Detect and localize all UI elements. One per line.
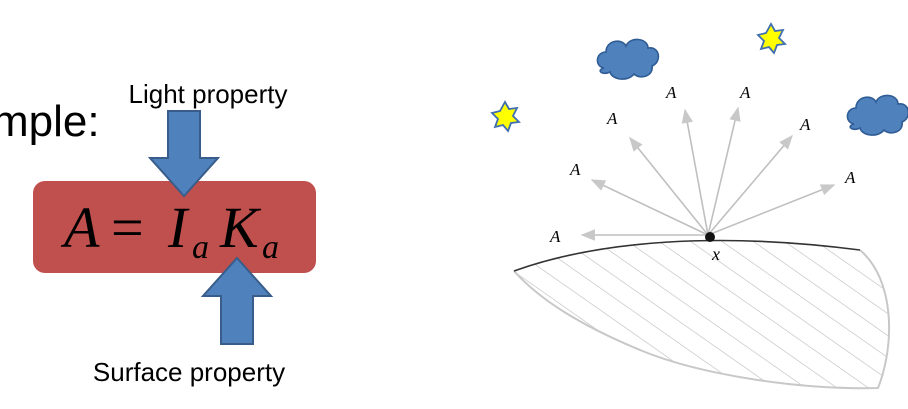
ray-label-5: A bbox=[739, 83, 751, 102]
cloud-icon bbox=[846, 94, 908, 136]
ray-arrow-3 bbox=[629, 136, 709, 236]
ray-label-4: A bbox=[665, 83, 677, 102]
equation-intensity: I bbox=[167, 195, 190, 260]
down-arrow-icon bbox=[147, 110, 221, 198]
ray-label-7: A bbox=[844, 168, 856, 187]
cloud-icon bbox=[596, 38, 660, 80]
ray-arrow-6 bbox=[707, 134, 793, 236]
equation-equals: = bbox=[111, 195, 144, 260]
surface-region bbox=[513, 239, 891, 390]
ray-group bbox=[580, 106, 836, 241]
surface-property-label: Surface property bbox=[93, 357, 285, 387]
ray-arrow-5 bbox=[707, 106, 741, 236]
light-property-label: Light property bbox=[129, 79, 288, 109]
ray-label-3: A bbox=[606, 109, 618, 128]
equation-box bbox=[33, 181, 316, 273]
ray-label-group: A A A A A A A bbox=[549, 83, 856, 246]
star-icon bbox=[756, 22, 787, 55]
ray-arrow-4 bbox=[681, 108, 709, 236]
equation: A = I a K a bbox=[60, 195, 279, 266]
ray-label-2: A bbox=[569, 160, 581, 179]
ray-label-6: A bbox=[799, 115, 811, 134]
star-icon bbox=[490, 100, 521, 133]
equation-lhs: A bbox=[60, 195, 100, 260]
ray-arrow-7 bbox=[707, 184, 836, 236]
heading-fragment: mple: bbox=[0, 97, 100, 146]
point-label: x bbox=[711, 244, 720, 264]
ray-label-1: A bbox=[549, 227, 561, 246]
surface-point bbox=[705, 232, 715, 242]
surface-curve bbox=[513, 239, 861, 272]
ray-arrow-2 bbox=[590, 179, 709, 236]
equation-coefficient-subscript: a bbox=[262, 229, 279, 266]
equation-coefficient: K bbox=[219, 195, 262, 260]
equation-intensity-subscript: a bbox=[192, 229, 209, 266]
up-arrow-icon bbox=[200, 256, 274, 345]
